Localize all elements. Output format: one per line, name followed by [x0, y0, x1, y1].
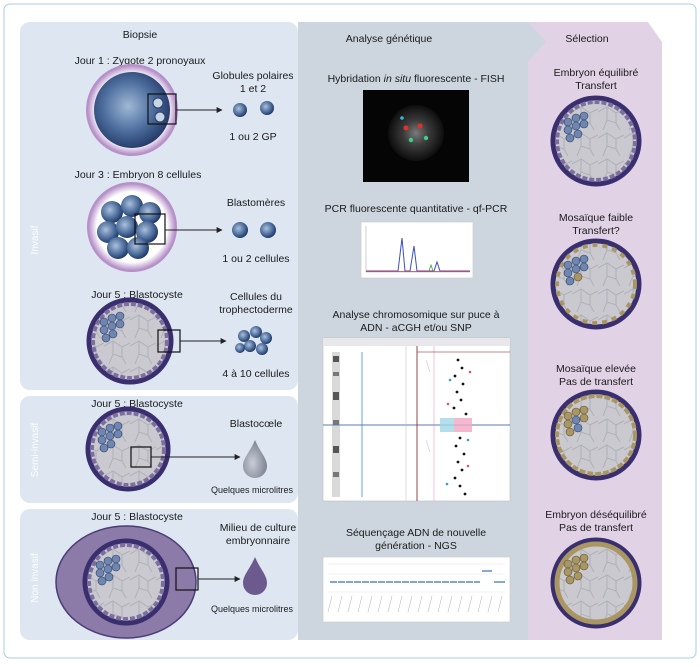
- fish-image: [363, 90, 469, 182]
- column-header-analyse: Analyse génétique: [346, 33, 433, 45]
- selection-4-label: Embryon déséquilibré: [545, 509, 647, 521]
- day1-sample-label-2: 1 et 2: [240, 83, 266, 95]
- side-label-invasif: Invasif: [30, 225, 41, 254]
- array-cgh-plot: [322, 337, 511, 502]
- array-title: Analyse chromosomique sur puce à: [333, 309, 500, 321]
- side-label-semi-invasif: Semi-invasif: [30, 423, 41, 478]
- day1-sample-label: Globules polaires: [212, 70, 293, 82]
- unbalanced-embryo-illustration: [550, 537, 642, 629]
- selection-3-label: Mosaïque elevée: [556, 363, 636, 375]
- blastocoele-drop-icon: [243, 440, 267, 478]
- day5-non-quantity: Quelques microlitres: [211, 604, 294, 614]
- ngs-title-2: génération - NGS: [375, 540, 457, 552]
- day5-semi-title: Jour 5 : Blastocyste: [91, 398, 183, 410]
- culture-medium-drop-icon: [243, 557, 267, 595]
- day1-title: Jour 1 : Zygote 2 pronoyaux: [75, 55, 206, 67]
- column-header-biopsie: Biopsie: [123, 29, 158, 41]
- selection-column-bg: [528, 22, 662, 640]
- day5-non-sample-label: Milieu de culture: [220, 522, 297, 534]
- day5-non-title: Jour 5 : Blastocyste: [91, 511, 183, 523]
- qfpcr-title: PCR fluorescente quantitative - qf-PCR: [325, 203, 508, 215]
- trophectoderm-cells-icon: [235, 326, 272, 355]
- blastomeres-icon: [232, 222, 276, 238]
- column-header-selection: Sélection: [565, 33, 608, 45]
- day5-semi-sample-label: Blastocœle: [230, 418, 283, 430]
- day3-sample-label: Blastomères: [227, 197, 285, 209]
- zygote-illustration: [86, 64, 178, 156]
- selection-2-label: Mosaïque faible: [559, 212, 633, 224]
- balanced-embryo-illustration: [550, 95, 642, 187]
- polar-bodies-icon: [233, 101, 274, 117]
- selection-1-label-2: Transfert: [575, 80, 617, 92]
- day1-quantity: 1 ou 2 GP: [229, 131, 276, 143]
- ngs-copy-number-plot: [322, 556, 511, 623]
- fish-title: Hybridation in situ fluorescente - FISH: [328, 73, 505, 85]
- day5-invasive-sample-label-2: trophectoderme: [219, 304, 293, 316]
- qfpcr-electropherogram: [360, 221, 474, 279]
- blastocyst-in-culture-medium-illustration: [55, 525, 199, 639]
- day3-title: Jour 3 : Embryon 8 cellules: [75, 169, 202, 181]
- selection-3-label-2: Pas de transfert: [559, 376, 633, 388]
- low-mosaic-embryo-illustration: [550, 238, 642, 330]
- day5-invasive-quantity: 4 à 10 cellules: [222, 368, 289, 380]
- selection-2-label-2: Transfert?: [572, 225, 620, 237]
- blastocyst-illustration-semi-invasive: [85, 406, 171, 492]
- side-label-non-invasif: Non invasif: [30, 553, 41, 603]
- eight-cell-embryo-illustration: [87, 182, 177, 272]
- day5-semi-quantity: Quelques microlitres: [211, 485, 294, 495]
- blastocyst-illustration-invasive: [86, 297, 181, 385]
- ngs-title: Séquençage ADN de nouvelle: [346, 527, 486, 539]
- selection-4-label-2: Pas de transfert: [559, 522, 633, 534]
- figure-border: [3, 3, 697, 659]
- array-title-2: ADN - aCGH et/ou SNP: [360, 322, 471, 334]
- day5-non-sample-label-2: embryonnaire: [226, 535, 290, 547]
- day3-quantity: 1 ou 2 cellules: [222, 253, 289, 265]
- day5-invasive-sample-label: Cellules du: [230, 291, 282, 303]
- selection-1-label: Embryon équilibré: [554, 67, 639, 79]
- high-mosaic-embryo-illustration: [550, 389, 642, 481]
- day5-invasive-title: Jour 5 : Blastocyste: [91, 289, 183, 301]
